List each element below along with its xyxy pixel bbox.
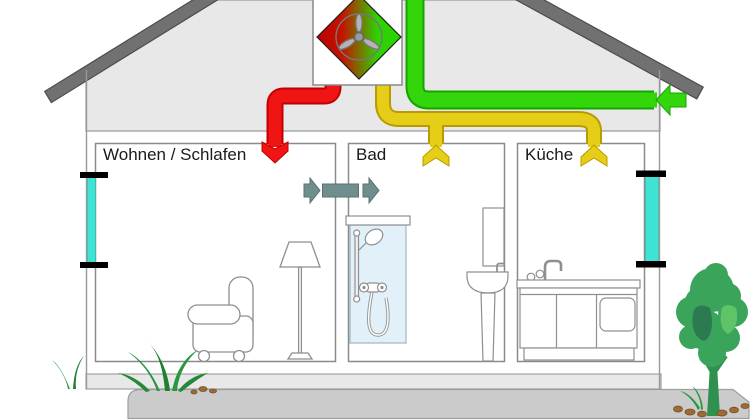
extract-air-arrow-bad-icon	[422, 144, 450, 167]
pipe-fresh-air	[407, 0, 657, 108]
window-glass	[87, 176, 96, 266]
supply-air-arrow-icon	[261, 141, 289, 164]
shower	[345, 215, 411, 344]
chair-wheel	[232, 349, 246, 363]
shower-head	[364, 228, 384, 246]
washbasin-area	[466, 207, 509, 362]
transfer-arrow-icon	[303, 176, 321, 205]
tree-pebbles	[673, 403, 750, 418]
mirror	[482, 207, 505, 267]
window-bar-bottom	[80, 262, 108, 268]
tree-canopy-highlight	[720, 305, 738, 334]
grass-tuft	[118, 342, 217, 395]
pipes	[268, 0, 657, 147]
transfer-opening	[322, 183, 359, 198]
window-left	[80, 172, 108, 268]
shower-top-rail	[345, 215, 411, 226]
floor-lamp	[279, 241, 321, 360]
tree-canopy-shadow	[692, 305, 712, 341]
tree-base-grass	[680, 386, 703, 410]
pipe-supply-air	[268, 78, 340, 147]
dirt	[190, 389, 198, 395]
window-bar-top	[80, 172, 108, 178]
dirt	[198, 386, 208, 392]
heat-recovery-unit	[312, 0, 403, 86]
faucet-handle	[535, 269, 545, 279]
ground-slab	[127, 388, 750, 420]
basin-faucet	[496, 262, 505, 272]
countertop	[516, 279, 641, 289]
oven	[599, 297, 636, 332]
kitchen-counter	[516, 259, 641, 361]
tree	[673, 263, 750, 418]
room-label-kueche: Küche	[525, 145, 573, 164]
window-bar-bottom	[636, 261, 666, 268]
window-right	[636, 170, 666, 268]
tree-trunk	[707, 365, 720, 416]
lamp-pole	[297, 266, 303, 355]
room-label-bad: Bad	[356, 145, 386, 164]
roof-bar-right	[515, 0, 705, 100]
room-label-wohnen-schlafen: Wohnen / Schlafen	[103, 145, 246, 164]
basin-pedestal	[480, 292, 496, 362]
armchair	[187, 276, 254, 363]
kitchen-faucet	[543, 259, 563, 281]
plinth	[523, 347, 635, 361]
window-glass	[645, 175, 659, 265]
fan-icon	[335, 13, 383, 61]
chair-wheel	[197, 349, 211, 363]
roof-bar-left	[43, 0, 219, 104]
lamp-base	[286, 352, 314, 360]
floor-strip	[85, 373, 662, 390]
window-bar-top	[636, 170, 666, 177]
fresh-air-arrow-icon	[655, 83, 687, 117]
transfer-arrow-icon	[362, 176, 380, 205]
dirt	[209, 388, 217, 394]
extract-air-arrow-kueche-icon	[580, 144, 608, 167]
lamp-shade	[279, 241, 321, 268]
grass-tuft-left	[52, 356, 84, 389]
transfer-air-arrows	[303, 176, 380, 205]
pipe-extract-air	[377, 78, 600, 147]
shower-rail-bar	[354, 232, 360, 300]
tree-canopy	[676, 263, 748, 367]
